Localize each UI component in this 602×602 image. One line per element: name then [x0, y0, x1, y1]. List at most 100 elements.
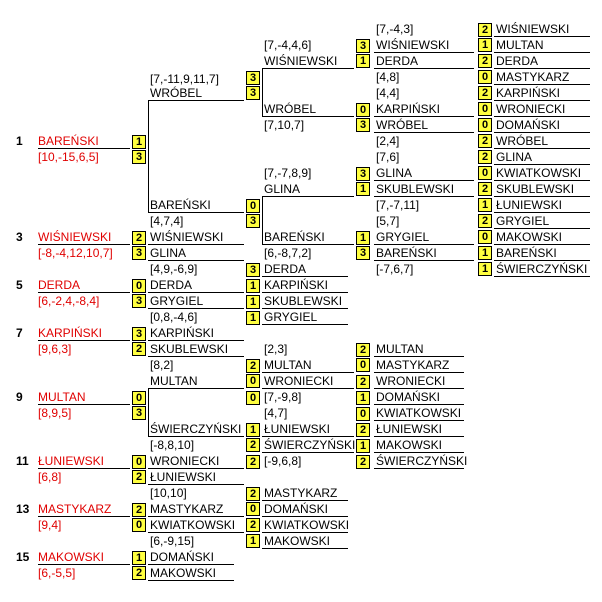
player-name: SKUBLEWSKI: [496, 182, 575, 196]
bracket-line: [262, 244, 354, 245]
seed-rank: 5: [16, 278, 23, 292]
player-name: BAREŃSKI: [376, 246, 437, 260]
bracket-line: [262, 116, 354, 117]
player-name: ŁUNIEWSKI: [496, 198, 563, 212]
match-detail: [0,8,-4,6]: [150, 310, 198, 324]
player-name: BAREŃSKI: [496, 246, 557, 260]
player-name: KWIATKOWSKI: [150, 518, 236, 532]
player-name: WRÓBEL: [376, 118, 429, 132]
bracket-line: [262, 372, 354, 373]
bracket-line: [374, 452, 464, 453]
bracket-line: [374, 52, 474, 53]
seed-name: ŁUNIEWSKI: [38, 454, 105, 468]
bracket-line: [374, 196, 474, 197]
match-detail: [8,2]: [150, 358, 174, 372]
seed-line: [38, 468, 130, 469]
bracket-line: [262, 292, 348, 293]
seed-name: BAREŃSKI: [38, 134, 99, 148]
score-box: 2: [246, 518, 260, 532]
match-detail: [5,7]: [376, 214, 400, 228]
match-detail: [-7,6,7]: [376, 262, 414, 276]
player-name: ŚWIERCZYŃSKI: [496, 262, 588, 276]
player-name: WRÓBEL: [264, 102, 317, 116]
score-box: 1: [478, 198, 492, 212]
bracket-line: [262, 196, 263, 245]
match-detail: [7,10,7]: [264, 118, 305, 132]
match-detail: [-9,6,8]: [264, 454, 302, 468]
match-detail: [4,7,4]: [150, 214, 184, 228]
score-box: 2: [246, 487, 260, 501]
bracket-line: [494, 244, 590, 245]
score-box: 2: [132, 566, 146, 580]
player-name: SKUBLEWSKI: [150, 342, 229, 356]
seed-name: MAKOWSKI: [38, 550, 105, 564]
score-box: 0: [478, 230, 492, 244]
score-box: 0: [132, 279, 146, 293]
score-box: 2: [356, 343, 370, 357]
bracket-line: [262, 276, 348, 277]
player-name: GLINA: [150, 246, 187, 260]
seed-rank: 11: [16, 454, 29, 468]
player-name: DOMAŃSKI: [150, 550, 215, 564]
seed-line: [38, 340, 130, 341]
bracket-line: [148, 516, 244, 517]
score-box: 1: [356, 439, 370, 453]
player-name: MAKOWSKI: [264, 534, 331, 548]
player-name: ŚWIERCZYŃSKI: [150, 422, 242, 436]
player-name: SKUBLEWSKI: [376, 182, 455, 196]
player-name: KARPIŃSKI: [376, 102, 441, 116]
match-detail: [4,8]: [376, 70, 400, 84]
bracket-line: [262, 436, 354, 437]
score-box: 0: [132, 391, 146, 405]
bracket-line: [148, 388, 244, 389]
score-box: 3: [132, 327, 146, 341]
player-name: ŚWIERCZYŃSKI: [264, 438, 356, 452]
match-detail: [7,6]: [376, 150, 400, 164]
match-detail: [7,-7,11]: [376, 198, 420, 212]
player-name: DOMAŃSKI: [496, 118, 561, 132]
score-box: 0: [478, 70, 492, 84]
player-name: MASTYKARZ: [496, 70, 570, 84]
score-box: 1: [246, 534, 260, 548]
seed-name: MASTYKARZ: [38, 502, 112, 516]
player-name: DERDA: [150, 278, 193, 292]
player-name: ŁUNIEWSKI: [376, 422, 443, 436]
bracket-line: [148, 212, 244, 213]
player-name: KARPIŃSKI: [264, 278, 329, 292]
score-box: 2: [246, 455, 260, 469]
bracket-line: [148, 292, 244, 293]
player-name: GLINA: [376, 166, 413, 180]
player-name: ŁUNIEWSKI: [150, 470, 217, 484]
seed-rank: 1: [16, 134, 23, 148]
player-name: DOMAŃSKI: [264, 502, 329, 516]
score-box: 2: [246, 359, 260, 373]
bracket-line: [494, 132, 590, 133]
player-name: MULTAN: [496, 38, 544, 52]
score-box: 2: [132, 503, 146, 517]
player-name: MASTYKARZ: [150, 502, 224, 516]
bracket-line: [374, 244, 474, 245]
seed-line: [38, 292, 130, 293]
score-box: 3: [132, 294, 146, 308]
seed-line: [38, 244, 130, 245]
score-box: 0: [478, 118, 492, 132]
player-name: WRONIECKI: [150, 454, 220, 468]
match-detail: [4,4]: [376, 86, 400, 100]
bracket-line: [148, 260, 244, 261]
match-detail: [10,10]: [150, 486, 187, 500]
score-box: 0: [356, 358, 370, 372]
seed-detail: [9,4]: [38, 518, 62, 532]
bracket-line: [148, 244, 244, 245]
seed-detail: [-8,-4,12,10,7]: [38, 246, 113, 260]
bracket-line: [148, 564, 234, 565]
bracket-line: [262, 532, 348, 533]
match-detail: [4,9,-6,9]: [150, 262, 198, 276]
match-detail: [2,4]: [376, 134, 400, 148]
player-name: WRONIECKI: [376, 374, 446, 388]
score-box: 1: [356, 54, 370, 68]
seed-name: WIŚNIEWSKI: [38, 230, 112, 244]
player-name: WIŚNIEWSKI: [264, 54, 338, 68]
score-box: 1: [246, 311, 260, 325]
match-detail: [7,-7,8,9]: [264, 166, 312, 180]
bracket-line: [374, 180, 474, 181]
